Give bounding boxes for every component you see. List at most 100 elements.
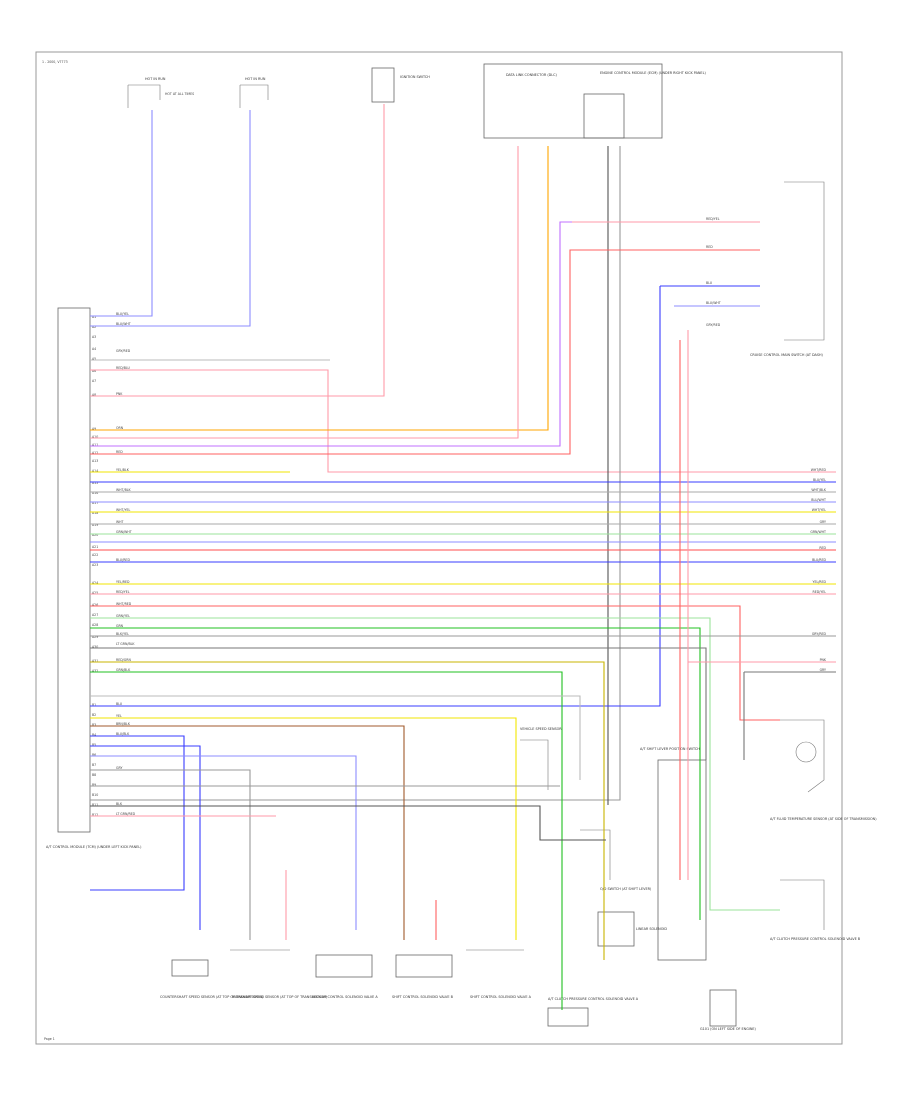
svg-text:A31: A31 [92, 659, 98, 663]
ecu-module: A/T CONTROL MODULE (TCM) (UNDER LEFT KIC… [46, 307, 142, 849]
fuse-block-left: HOT IN RUN HOT AT ALL TIMES [127, 77, 194, 108]
shift-solenoid-b: SHIFT CONTROL SOLENOID VALVE B [392, 954, 454, 999]
svg-text:GRY: GRY [820, 520, 826, 524]
svg-text:A30: A30 [92, 645, 98, 649]
svg-text:RED: RED [116, 450, 123, 454]
svg-text:A5: A5 [92, 357, 96, 361]
svg-text:BLU/RED: BLU/RED [116, 558, 130, 562]
svg-text:A18: A18 [92, 511, 98, 515]
svg-text:A21: A21 [92, 545, 98, 549]
data-link-connector: DATA LINK CONNECTOR (DLC) ENGINE CONTROL… [483, 63, 706, 139]
svg-text:RED: RED [819, 546, 826, 550]
wire-gray-lower [90, 769, 251, 940]
svg-text:A11: A11 [92, 443, 98, 447]
svg-text:GRN/WHT: GRN/WHT [810, 530, 826, 534]
wire-blue-lower-1 [90, 735, 185, 891]
corner-label: 1 - 2000, V7773 [42, 60, 68, 64]
svg-text:B1: B1 [92, 703, 96, 707]
svg-text:GRN: GRN [116, 624, 124, 628]
svg-text:A2: A2 [92, 325, 96, 329]
shift-solenoid-a: SHIFT CONTROL SOLENOID VALVE A [466, 949, 532, 999]
svg-text:A1: A1 [92, 315, 96, 319]
svg-text:BLU: BLU [116, 702, 123, 706]
svg-text:BLU/WHT: BLU/WHT [811, 498, 826, 502]
svg-text:GRN/WHT: GRN/WHT [116, 530, 132, 534]
svg-text:RED/YEL: RED/YEL [116, 590, 130, 594]
wire-olive [90, 661, 605, 960]
svg-text:BLU/WHT: BLU/WHT [116, 322, 131, 326]
svg-text:GRY: GRY [116, 766, 122, 770]
svg-text:BRN/BLK: BRN/BLK [116, 722, 131, 726]
diagram-frame [35, 51, 843, 1045]
svg-text:BLU/YEL: BLU/YEL [813, 478, 826, 482]
svg-text:B12: B12 [92, 813, 98, 817]
svg-text:A17: A17 [92, 501, 98, 505]
svg-text:A/T FLUID TEMPERATURE SENSOR (: A/T FLUID TEMPERATURE SENSOR (AT SIDE OF… [770, 817, 877, 821]
svg-text:BLU/RED: BLU/RED [812, 558, 826, 562]
wire-orange [90, 146, 549, 431]
wire-gray-bus-5 [743, 671, 836, 760]
vss-block: VEHICLE SPEED SENSOR [520, 727, 562, 790]
svg-text:A/T CLUTCH PRESSURE CONTROL SO: A/T CLUTCH PRESSURE CONTROL SOLENOID VAL… [548, 997, 639, 1001]
svg-text:A8: A8 [92, 393, 96, 397]
ignition-block: IGNITION SWITCH [371, 67, 430, 103]
svg-text:A10: A10 [92, 435, 98, 439]
svg-text:BLU/YEL: BLU/YEL [116, 312, 129, 316]
wire-lightblue-2 [90, 110, 251, 327]
mainshaft-sensor: MAINSHAFT SPEED SENSOR (AT TOP OF TRANSM… [230, 949, 328, 999]
svg-text:MAINSHAFT SPEED SENSOR (AT TOP: MAINSHAFT SPEED SENSOR (AT TOP OF TRANSM… [232, 995, 328, 999]
svg-text:A13: A13 [92, 459, 98, 463]
svg-text:A28: A28 [92, 623, 98, 627]
svg-text:RED/GRN: RED/GRN [116, 658, 131, 662]
svg-text:LOCK-UP CONTROL SOLENOID VALVE: LOCK-UP CONTROL SOLENOID VALVE A [312, 995, 378, 999]
svg-text:A3: A3 [92, 335, 96, 339]
svg-text:BLK: BLK [116, 802, 123, 806]
wire-red-dlc [90, 249, 578, 455]
svg-text:GRY/RED: GRY/RED [706, 323, 721, 327]
svg-text:SHIFT CONTROL SOLENOID VALVE B: SHIFT CONTROL SOLENOID VALVE B [392, 995, 454, 999]
svg-text:A19: A19 [92, 523, 98, 527]
ground-block: G101 (ON LEFT SIDE OF ENGINE) [700, 989, 757, 1031]
svg-text:A29: A29 [92, 635, 98, 639]
svg-text:YEL/RED: YEL/RED [813, 580, 827, 584]
svg-text:A12: A12 [92, 451, 98, 455]
svg-text:WHT/BLK: WHT/BLK [116, 488, 132, 492]
svg-text:YEL/BLK: YEL/BLK [116, 468, 130, 472]
svg-text:A14: A14 [92, 469, 98, 473]
svg-text:O/D SWITCH (AT SHIFT LEVER): O/D SWITCH (AT SHIFT LEVER) [600, 887, 652, 891]
svg-text:SHIFT CONTROL SOLENOID VALVE A: SHIFT CONTROL SOLENOID VALVE A [470, 995, 532, 999]
svg-text:A6: A6 [92, 369, 96, 373]
svg-text:ORN: ORN [116, 426, 124, 430]
svg-text:PNK: PNK [116, 392, 123, 396]
svg-text:B6: B6 [92, 753, 96, 757]
svg-text:RED/BLU: RED/BLU [116, 366, 131, 370]
cruise-switch-block: CRUISE CONTROL MAIN SWITCH (AT DASH) [750, 181, 825, 357]
svg-text:A22: A22 [92, 553, 98, 557]
wire-labels: BLU/YEL BLU/WHT GRY/RED RED/BLU YEL/BLK … [116, 217, 827, 816]
wire-pink-dlc [90, 146, 519, 439]
clutch-solenoid-a: A/T CLUTCH PRESSURE CONTROL SOLENOID VAL… [547, 997, 639, 1027]
wire-gray-dlc [90, 146, 621, 801]
counter-shaft-sensor: COUNTERSHAFT SPEED SENSOR (AT TOP OF TRA… [160, 959, 264, 999]
svg-text:B7: B7 [92, 763, 96, 767]
wire-blue-cruise [90, 286, 661, 707]
svg-text:A4: A4 [92, 347, 96, 351]
svg-text:B3: B3 [92, 723, 96, 727]
svg-text:BLU/WHT: BLU/WHT [706, 301, 721, 305]
svg-text:YEL: YEL [116, 714, 122, 718]
ecu-pin-labels: A1 A2 A3 A4 A5 A6 A7 A8 A9 A10 A11 A12 A… [92, 315, 98, 817]
linear-solenoid: LINEAR SOLENOID [597, 911, 667, 947]
svg-text:GRY/RED: GRY/RED [812, 632, 827, 636]
svg-text:A/T CONTROL MODULE (TCM) (UNDE: A/T CONTROL MODULE (TCM) (UNDER LEFT KIC… [46, 845, 142, 849]
wire-gray-bus-4 [90, 647, 707, 760]
svg-text:A16: A16 [92, 491, 98, 495]
svg-text:BLU: BLU [706, 281, 713, 285]
svg-text:G101 (ON LEFT SIDE OF ENGINE): G101 (ON LEFT SIDE OF ENGINE) [700, 1027, 757, 1031]
page-number: Page 1 [44, 1037, 55, 1041]
temp-sensor-block: A/T FLUID TEMPERATURE SENSOR (AT SIDE OF… [770, 719, 877, 821]
lockup-solenoid-a: LOCK-UP CONTROL SOLENOID VALVE A [312, 954, 378, 999]
svg-text:B4: B4 [92, 733, 96, 737]
svg-text:YEL/RED: YEL/RED [116, 580, 130, 584]
wire-lightblue-lower [90, 755, 357, 930]
